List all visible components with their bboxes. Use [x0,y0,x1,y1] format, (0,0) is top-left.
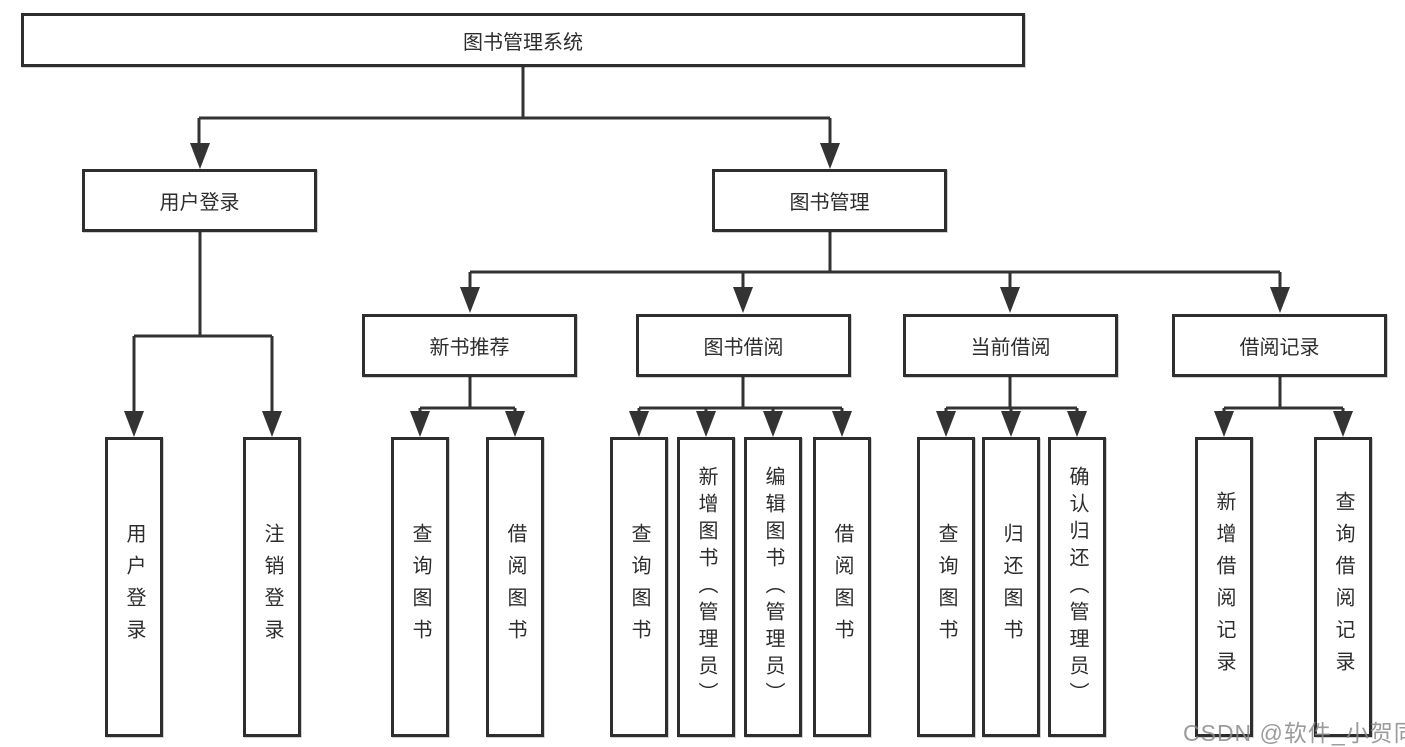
leaf-query-books-recommend: 查询图书 [391,437,449,737]
leaf-query-borrow-record: 查询借阅记录 [1314,437,1372,737]
arrow-down-icon [733,287,753,313]
arrow-down-icon [262,411,282,437]
connector-book-mgmt-to-level3 [468,232,1282,296]
connector-borrowing-to-children [637,377,844,420]
leaf-borrow-books-borrowing: 借阅图书 [813,437,871,737]
node-book-borrowing: 图书借阅 [636,314,851,377]
arrow-down-icon [124,411,144,437]
arrow-down-icon [410,411,430,437]
node-root-library-system: 图书管理系统 [21,13,1025,67]
arrow-down-icon [1333,411,1353,437]
arrow-down-icon [629,411,649,437]
node-user-login: 用户登录 [82,169,317,232]
arrow-down-icon [1270,287,1290,313]
leaf-return-books: 归还图书 [982,437,1040,737]
connector-new-books-to-children [418,377,517,420]
leaf-query-books-current: 查询图书 [917,437,975,737]
leaf-add-borrow-record: 新增借阅记录 [1195,437,1253,737]
arrow-down-icon [1214,411,1234,437]
leaf-add-books-admin: 新增图书（管理员） [677,437,735,737]
connector-group [132,67,1345,420]
node-book-management: 图书管理 [712,169,947,232]
arrow-down-icon [1000,287,1020,313]
node-new-book-recommend: 新书推荐 [362,314,577,377]
leaf-logout: 注销登录 [243,437,301,737]
leaf-query-books-borrowing: 查询图书 [610,437,668,737]
connector-user-login-to-children [132,232,274,420]
arrow-down-icon [505,411,525,437]
node-current-borrowing: 当前借阅 [903,314,1118,377]
leaf-user-login: 用户登录 [105,437,163,737]
arrow-down-icon [1001,411,1021,437]
arrow-down-icon [763,411,783,437]
csdn-watermark: CSDN @软件_小贺同学 [1183,720,1405,746]
leaf-edit-books-admin: 编辑图书（管理员） [744,437,802,737]
arrow-down-icon [832,411,852,437]
connector-root-to-level2 [197,67,832,152]
connector-records-to-children [1222,377,1345,420]
arrowheads-group [124,143,1353,437]
arrow-down-icon [1067,411,1087,437]
arrow-down-icon [460,287,480,313]
arrow-down-icon [696,411,716,437]
arrow-down-icon [936,411,956,437]
node-borrowing-records: 借阅记录 [1172,314,1387,377]
arrow-down-icon [820,143,840,169]
leaf-borrow-books-recommend: 借阅图书 [486,437,544,737]
leaf-confirm-return-admin: 确认归还（管理员） [1048,437,1106,737]
arrow-down-icon [190,143,210,169]
